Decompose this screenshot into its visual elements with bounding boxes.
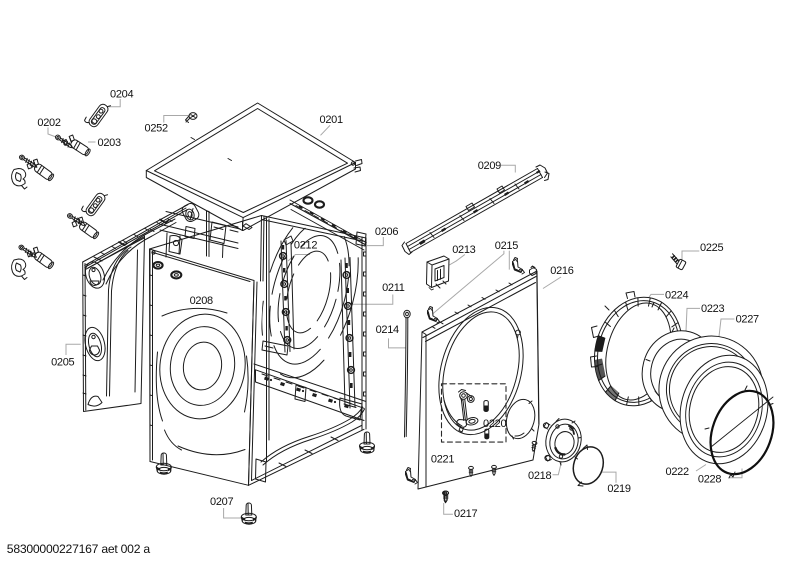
svg-text:0201: 0201	[320, 114, 343, 126]
svg-text:0221: 0221	[431, 454, 454, 466]
svg-text:0203: 0203	[98, 137, 121, 149]
svg-text:0228: 0228	[698, 473, 721, 485]
svg-text:0204: 0204	[110, 89, 133, 101]
svg-text:0209: 0209	[478, 160, 501, 172]
svg-text:0219: 0219	[607, 483, 630, 495]
svg-text:0202: 0202	[37, 117, 60, 129]
svg-text:0220: 0220	[483, 418, 506, 430]
svg-text:0205: 0205	[51, 356, 74, 368]
svg-text:0206: 0206	[375, 226, 398, 238]
svg-text:0208: 0208	[190, 295, 213, 307]
svg-text:0214: 0214	[376, 324, 399, 336]
svg-text:0225: 0225	[700, 242, 723, 254]
svg-text:0211: 0211	[382, 282, 405, 294]
svg-text:0213: 0213	[452, 244, 475, 256]
svg-text:0217: 0217	[454, 508, 477, 520]
svg-text:0216: 0216	[550, 265, 573, 277]
svg-text:58300000227167 aet 002 a: 58300000227167 aet 002 a	[7, 542, 151, 556]
svg-text:0212: 0212	[294, 239, 317, 251]
svg-text:0252: 0252	[145, 123, 168, 135]
svg-text:0223: 0223	[701, 303, 724, 315]
svg-text:0218: 0218	[528, 470, 551, 482]
svg-text:0215: 0215	[495, 240, 518, 252]
svg-text:0227: 0227	[736, 314, 759, 326]
svg-text:0222: 0222	[666, 466, 689, 478]
svg-text:0224: 0224	[665, 290, 688, 302]
svg-text:0207: 0207	[210, 496, 233, 508]
